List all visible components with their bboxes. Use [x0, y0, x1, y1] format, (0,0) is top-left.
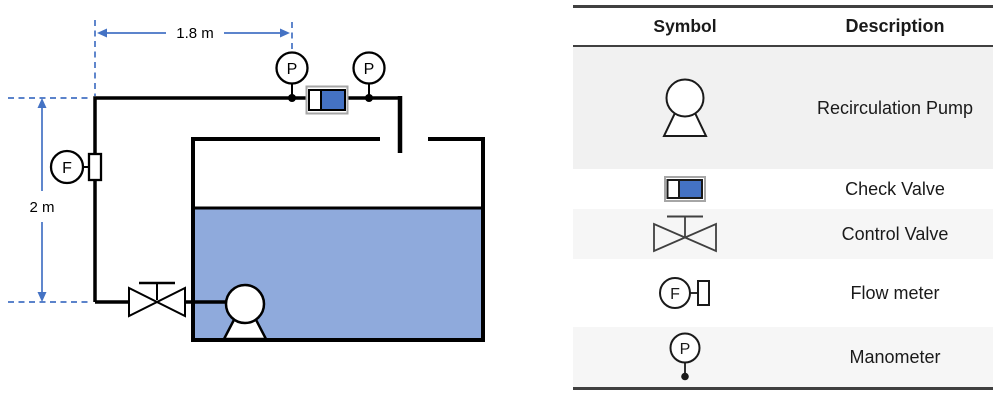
- dim-arrow-right: [280, 28, 290, 38]
- legend-header-symbol: Symbol: [653, 16, 717, 36]
- flow-meter-dial: [659, 277, 691, 309]
- dimension-label-vertical: 2 m: [29, 199, 54, 216]
- control-valve-right-triangle: [154, 286, 186, 318]
- legend-description: Manometer: [849, 346, 941, 367]
- manometer-icon: P: [352, 51, 386, 102]
- control-valve-icon: [653, 215, 717, 253]
- manometer-letter: P: [287, 61, 298, 78]
- recirculation-pump-icon: [662, 78, 708, 137]
- manometer-letter: P: [364, 61, 375, 78]
- dimension-annotations: [8, 20, 293, 303]
- flow-meter-dial: [49, 149, 85, 185]
- check-valve-icon: [305, 85, 349, 115]
- check-valve-white-segment: [666, 179, 680, 199]
- legend-row-recirculation-pump: Recirculation Pump: [573, 47, 993, 169]
- check-valve-white-segment: [308, 89, 322, 111]
- pump-body: [224, 283, 266, 325]
- dim-arrow-up: [37, 98, 47, 108]
- manometer-dial: [352, 51, 386, 85]
- legend-symbol-cell: [573, 214, 797, 254]
- tank: [191, 137, 485, 342]
- legend-symbol-cell: [573, 78, 797, 138]
- manometer-dial: [275, 51, 309, 85]
- manometer-icon: P: [275, 51, 309, 102]
- legend-description: Recirculation Pump: [816, 97, 974, 118]
- control-valve-left-triangle: [128, 286, 160, 318]
- flow-meter-body: [87, 152, 103, 182]
- legend-symbol-cell: P: [573, 332, 797, 382]
- pipe-loop: [93, 96, 400, 302]
- dim-arrow-down: [37, 292, 47, 302]
- process-diagram: 1.8 m 2 m P P: [8, 20, 485, 342]
- legend-header-description: Description: [845, 16, 945, 37]
- flow-meter-icon: F: [659, 277, 710, 309]
- flow-meter-body: [697, 280, 710, 306]
- flow-meter-letter: F: [62, 160, 72, 177]
- pump-body: [665, 78, 705, 118]
- legend-row-manometer: P Manometer: [573, 327, 993, 387]
- recirculation-pump-icon: [221, 283, 269, 341]
- legend-symbol-cell: F: [573, 276, 797, 310]
- legend-row-flow-meter: F Flow meter: [573, 259, 993, 327]
- manometer-icon: P: [669, 332, 701, 381]
- check-valve-blue-segment: [678, 179, 703, 199]
- legend-description: Check Valve: [845, 178, 945, 199]
- control-valve-right-triangle: [682, 222, 717, 253]
- legend-symbol-cell: [573, 176, 797, 202]
- legend-row-check-valve: Check Valve: [573, 169, 993, 209]
- legend-description: Flow meter: [850, 282, 940, 303]
- manometer-letter: P: [680, 341, 691, 358]
- manometer-tap-dot: [288, 94, 296, 102]
- flow-meter-letter: F: [670, 286, 680, 303]
- legend-header: Symbol Description: [573, 8, 993, 47]
- process-diagram-svg: 1.8 m 2 m P P: [8, 20, 485, 342]
- check-valve-icon: [664, 176, 706, 202]
- flow-meter-icon: F: [49, 149, 103, 185]
- pipes: [93, 96, 403, 304]
- dim-arrow-left: [97, 28, 107, 38]
- legend-description: Control Valve: [841, 223, 949, 244]
- control-valve-icon: [128, 281, 186, 318]
- dimension-label-horizontal: 1.8 m: [176, 25, 214, 42]
- legend-table: Symbol Description Recirculation Pump Ch…: [573, 5, 993, 390]
- manometer-tap-dot: [681, 372, 689, 381]
- legend-row-control-valve: Control Valve: [573, 209, 993, 259]
- check-valve-blue-segment: [320, 89, 346, 111]
- control-valve-left-triangle: [653, 222, 688, 253]
- manometer-tap-dot: [365, 94, 373, 102]
